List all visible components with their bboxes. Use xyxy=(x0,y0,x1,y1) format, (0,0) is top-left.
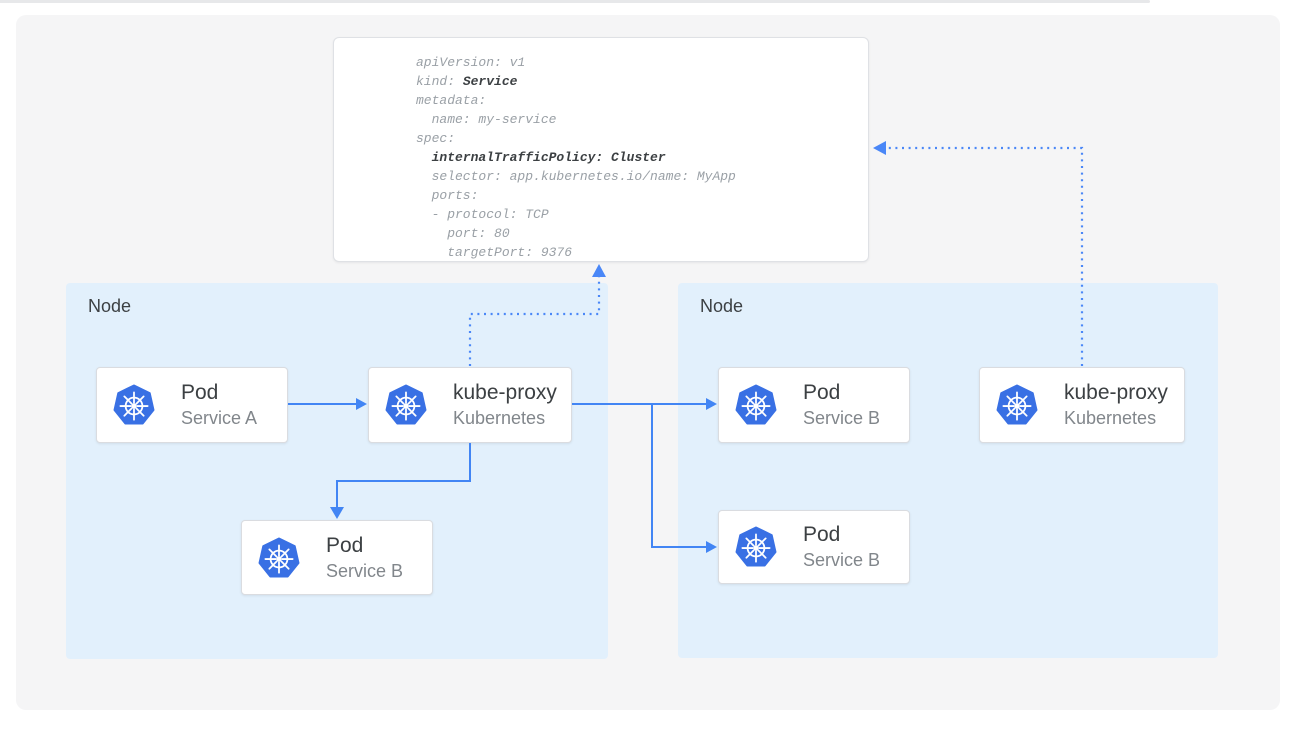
pod-service-b-left-box: Pod Service B xyxy=(241,520,433,595)
box-subtitle: Service B xyxy=(803,408,881,428)
service-yaml-code: apiVersion: v1 kind: Service metadata: n… xyxy=(334,38,868,262)
yaml-line: spec: xyxy=(416,131,456,146)
box-title: Pod xyxy=(803,381,841,404)
box-title: Pod xyxy=(181,381,219,404)
box-subtitle: Kubernetes xyxy=(1064,408,1157,428)
box-title: kube-proxy xyxy=(1064,381,1168,404)
node-label: Node xyxy=(700,296,744,316)
box-title: Pod xyxy=(803,523,841,546)
yaml-line: targetPort: 9376 xyxy=(416,245,573,260)
box-subtitle: Kubernetes xyxy=(453,408,546,428)
kubernetes-logo-icon xyxy=(113,384,155,425)
kubernetes-logo-icon xyxy=(735,526,777,567)
yaml-line: kind: Service xyxy=(416,74,518,89)
kubernetes-logo-icon xyxy=(735,384,777,425)
box-subtitle: Service A xyxy=(181,408,258,428)
node-label: Node xyxy=(88,296,132,316)
yaml-line: port: 80 xyxy=(416,226,510,241)
yaml-line: - protocol: TCP xyxy=(416,207,549,222)
yaml-line: apiVersion: v1 xyxy=(416,55,526,70)
box-title: Pod xyxy=(326,533,364,557)
kubernetes-logo-icon xyxy=(385,384,427,425)
yaml-line: name: my-service xyxy=(416,112,557,127)
top-divider xyxy=(0,0,1150,3)
box-title: kube-proxy xyxy=(453,381,557,404)
yaml-line: metadata: xyxy=(416,93,487,108)
pod-service-b-right-top-box: Pod Service B xyxy=(718,367,910,443)
node-container-right: Node xyxy=(678,283,1218,658)
box-subtitle: Service B xyxy=(326,560,404,581)
kube-proxy-left-box: kube-proxy Kubernetes xyxy=(368,367,572,443)
kube-proxy-right-box: kube-proxy Kubernetes xyxy=(979,367,1185,443)
pod-service-b-right-bottom-box: Pod Service B xyxy=(718,510,910,584)
service-yaml-panel: apiVersion: v1 kind: Service metadata: n… xyxy=(333,37,869,262)
box-subtitle: Service B xyxy=(803,550,881,570)
kubernetes-logo-icon xyxy=(996,384,1038,425)
node-container-left: Node xyxy=(66,283,608,659)
kubernetes-logo-icon xyxy=(258,537,300,578)
yaml-line: internalTrafficPolicy: Cluster xyxy=(431,150,666,165)
yaml-line: selector: app.kubernetes.io/name: MyApp xyxy=(416,169,736,184)
yaml-line: ports: xyxy=(416,188,479,203)
pod-service-a-box: Pod Service A xyxy=(96,367,288,443)
